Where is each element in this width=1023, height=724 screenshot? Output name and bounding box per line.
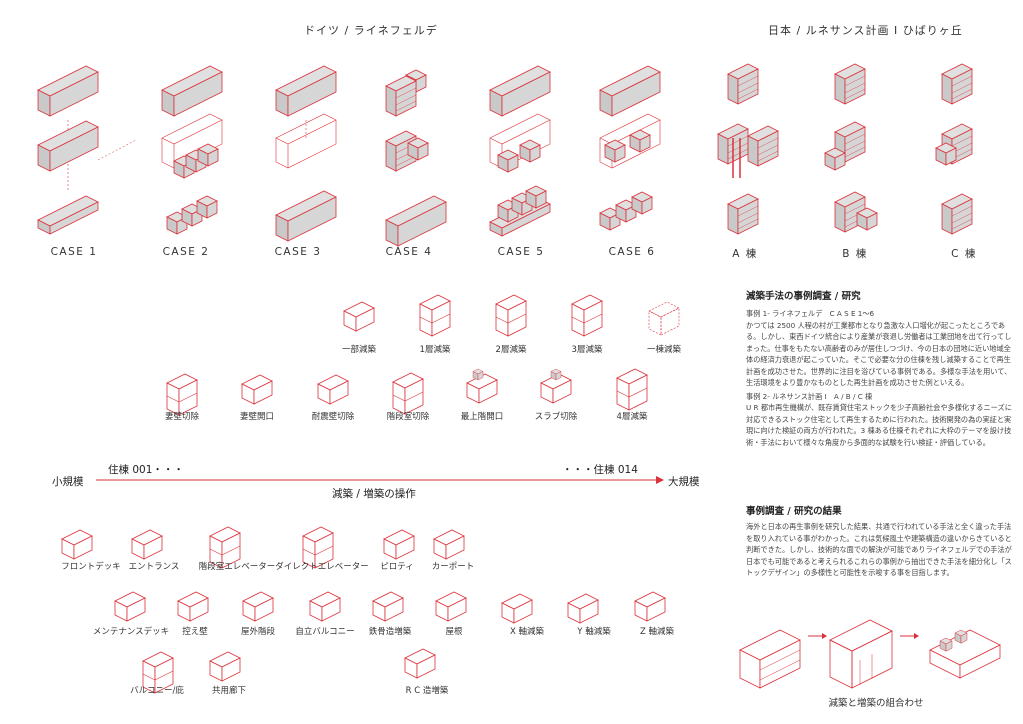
icon-3f-reduction [571,294,603,337]
cut-label: 妻壁切除 [164,412,199,422]
icon-outdoor-stair [242,591,274,622]
icon-gable-opening [241,374,273,405]
icon-carport [433,529,465,560]
reduction-label: 2層減築 [495,345,527,355]
cut-label: 最上階開口 [460,412,504,422]
axis-right-label: 大規模 [668,476,700,488]
case1-body: かつては 2500 人程の村が工業都市となり急激な人口増化が起こったところである… [746,320,1012,388]
case-label: CASE 3 [274,246,322,258]
icon-roof [435,591,467,622]
addition-label: ダイレクトエレベーター [275,562,369,572]
addition-label: フロントデッキ [61,562,121,572]
building-label: B 棟 [842,248,868,260]
research-body: 事例 1- ライネフェルデ C A S E 1～6 かつては 2500 人程の村… [746,308,1014,448]
icon-shear-wall-cut [317,374,349,405]
cut-label: 階段室切除 [386,412,430,422]
icon-whole-reduction [648,301,680,336]
building-b-model [824,63,878,233]
icon-top-opening [466,368,498,404]
addition-label: メンテナンスデッキ [92,627,170,637]
header-germany: ドイツ / ライネフェルデ [304,24,438,37]
combo-process [829,619,893,689]
icon-partial-reduction [343,301,375,332]
addition-label: ピロティ [380,562,414,572]
icon-steel-addition [372,591,404,622]
case-6-model [599,65,661,231]
addition-label: 屋外階段 [240,627,275,637]
axis-end-label: ・・・住棟 014 [562,464,638,476]
case-label: CASE 4 [385,246,433,258]
icon-rc-addition [404,648,436,679]
cut-label: 4層減築 [616,412,648,422]
addition-label: Z 軸減築 [639,627,675,637]
icon-x-reduction [501,593,533,624]
icon-4f-reduction [616,368,648,411]
icon-entrance [131,529,163,560]
icon-maintenance-deck [114,591,146,622]
case-label: CASE 1 [50,246,98,258]
addition-label: カーポート [431,562,475,572]
addition-label: 鉄骨造増築 [368,627,412,637]
icon-y-reduction [567,593,599,624]
icon-1f-reduction [419,294,451,337]
result-title: 事例調査 / 研究の結果 [746,506,842,517]
addition-label: 自立バルコニー [295,627,355,637]
icon-common-corridor [209,651,241,682]
case-label: CASE 6 [608,246,656,258]
icon-front-deck [61,529,93,560]
icon-buttress [177,591,209,622]
axis-left-label: 小規模 [52,476,84,488]
addition-label: R C 造増築 [405,686,449,696]
addition-label: 階段室エレベーター [198,562,276,572]
cut-label: 耐震壁切除 [311,412,355,422]
combo-before [739,629,801,689]
icon-piloti [383,529,415,560]
building-a-model [717,63,779,235]
addition-label: バルコニー/庇 [130,686,184,696]
combo-caption: 減築と増築の組合わせ [828,698,924,709]
case-label: CASE 5 [497,246,545,258]
reduction-label: 1層減築 [419,345,451,355]
icon-z-reduction [634,591,666,622]
building-label: A 棟 [732,248,758,260]
case1-title: 事例 1- ライネフェルデ C A S E 1～6 [746,309,875,318]
icon-freestanding-balcony [309,591,341,622]
icon-slab-cut [540,368,572,404]
icon-gable-cut [166,373,198,416]
addition-label: Y 軸減築 [577,627,611,637]
result-body: 海外と日本の再生事例を研究した結果、共通で行われている手法と全く違った手法を取り… [746,522,1012,577]
case-2-model [161,65,223,235]
cut-label: スラブ切除 [534,412,578,422]
case-4-model [385,69,447,247]
reduction-label: 一部減築 [341,345,376,355]
addition-label: X 軸減築 [509,627,545,637]
research-title: 減築手法の事例調査 / 研究 [746,291,861,302]
reduction-label: 一棟減築 [646,345,681,355]
combo-after [929,629,1001,679]
header-japan: 日本 / ルネサンス計画 I ひばりヶ丘 [768,24,963,37]
case-1-model [37,65,137,235]
building-label: C 棟 [951,248,977,260]
case2-body: U R 都市再生機構が、既存賃貸住宅ストックを少子高齢社会や多様化するニーズに対… [746,403,1012,447]
cut-label: 妻壁開口 [239,412,274,422]
addition-label: 控え壁 [182,627,208,637]
addition-label: エントランス [128,562,180,572]
case2-title: 事例 2- ルネサンス計画 I A / B / C 棟 [746,391,873,401]
icon-stair-cut [392,372,424,415]
axis-start-label: 住棟 001・・・ [108,464,184,476]
building-c-model [935,63,973,235]
addition-label: 屋根 [445,627,463,637]
case-5-model [489,65,551,237]
reduction-label: 3層減築 [571,345,603,355]
case-label: CASE 2 [162,246,210,258]
icon-2f-reduction [495,294,527,337]
axis-caption: 減築 / 増築の操作 [332,488,416,500]
addition-label: 共用廊下 [211,686,246,696]
case-3-model [275,65,337,242]
